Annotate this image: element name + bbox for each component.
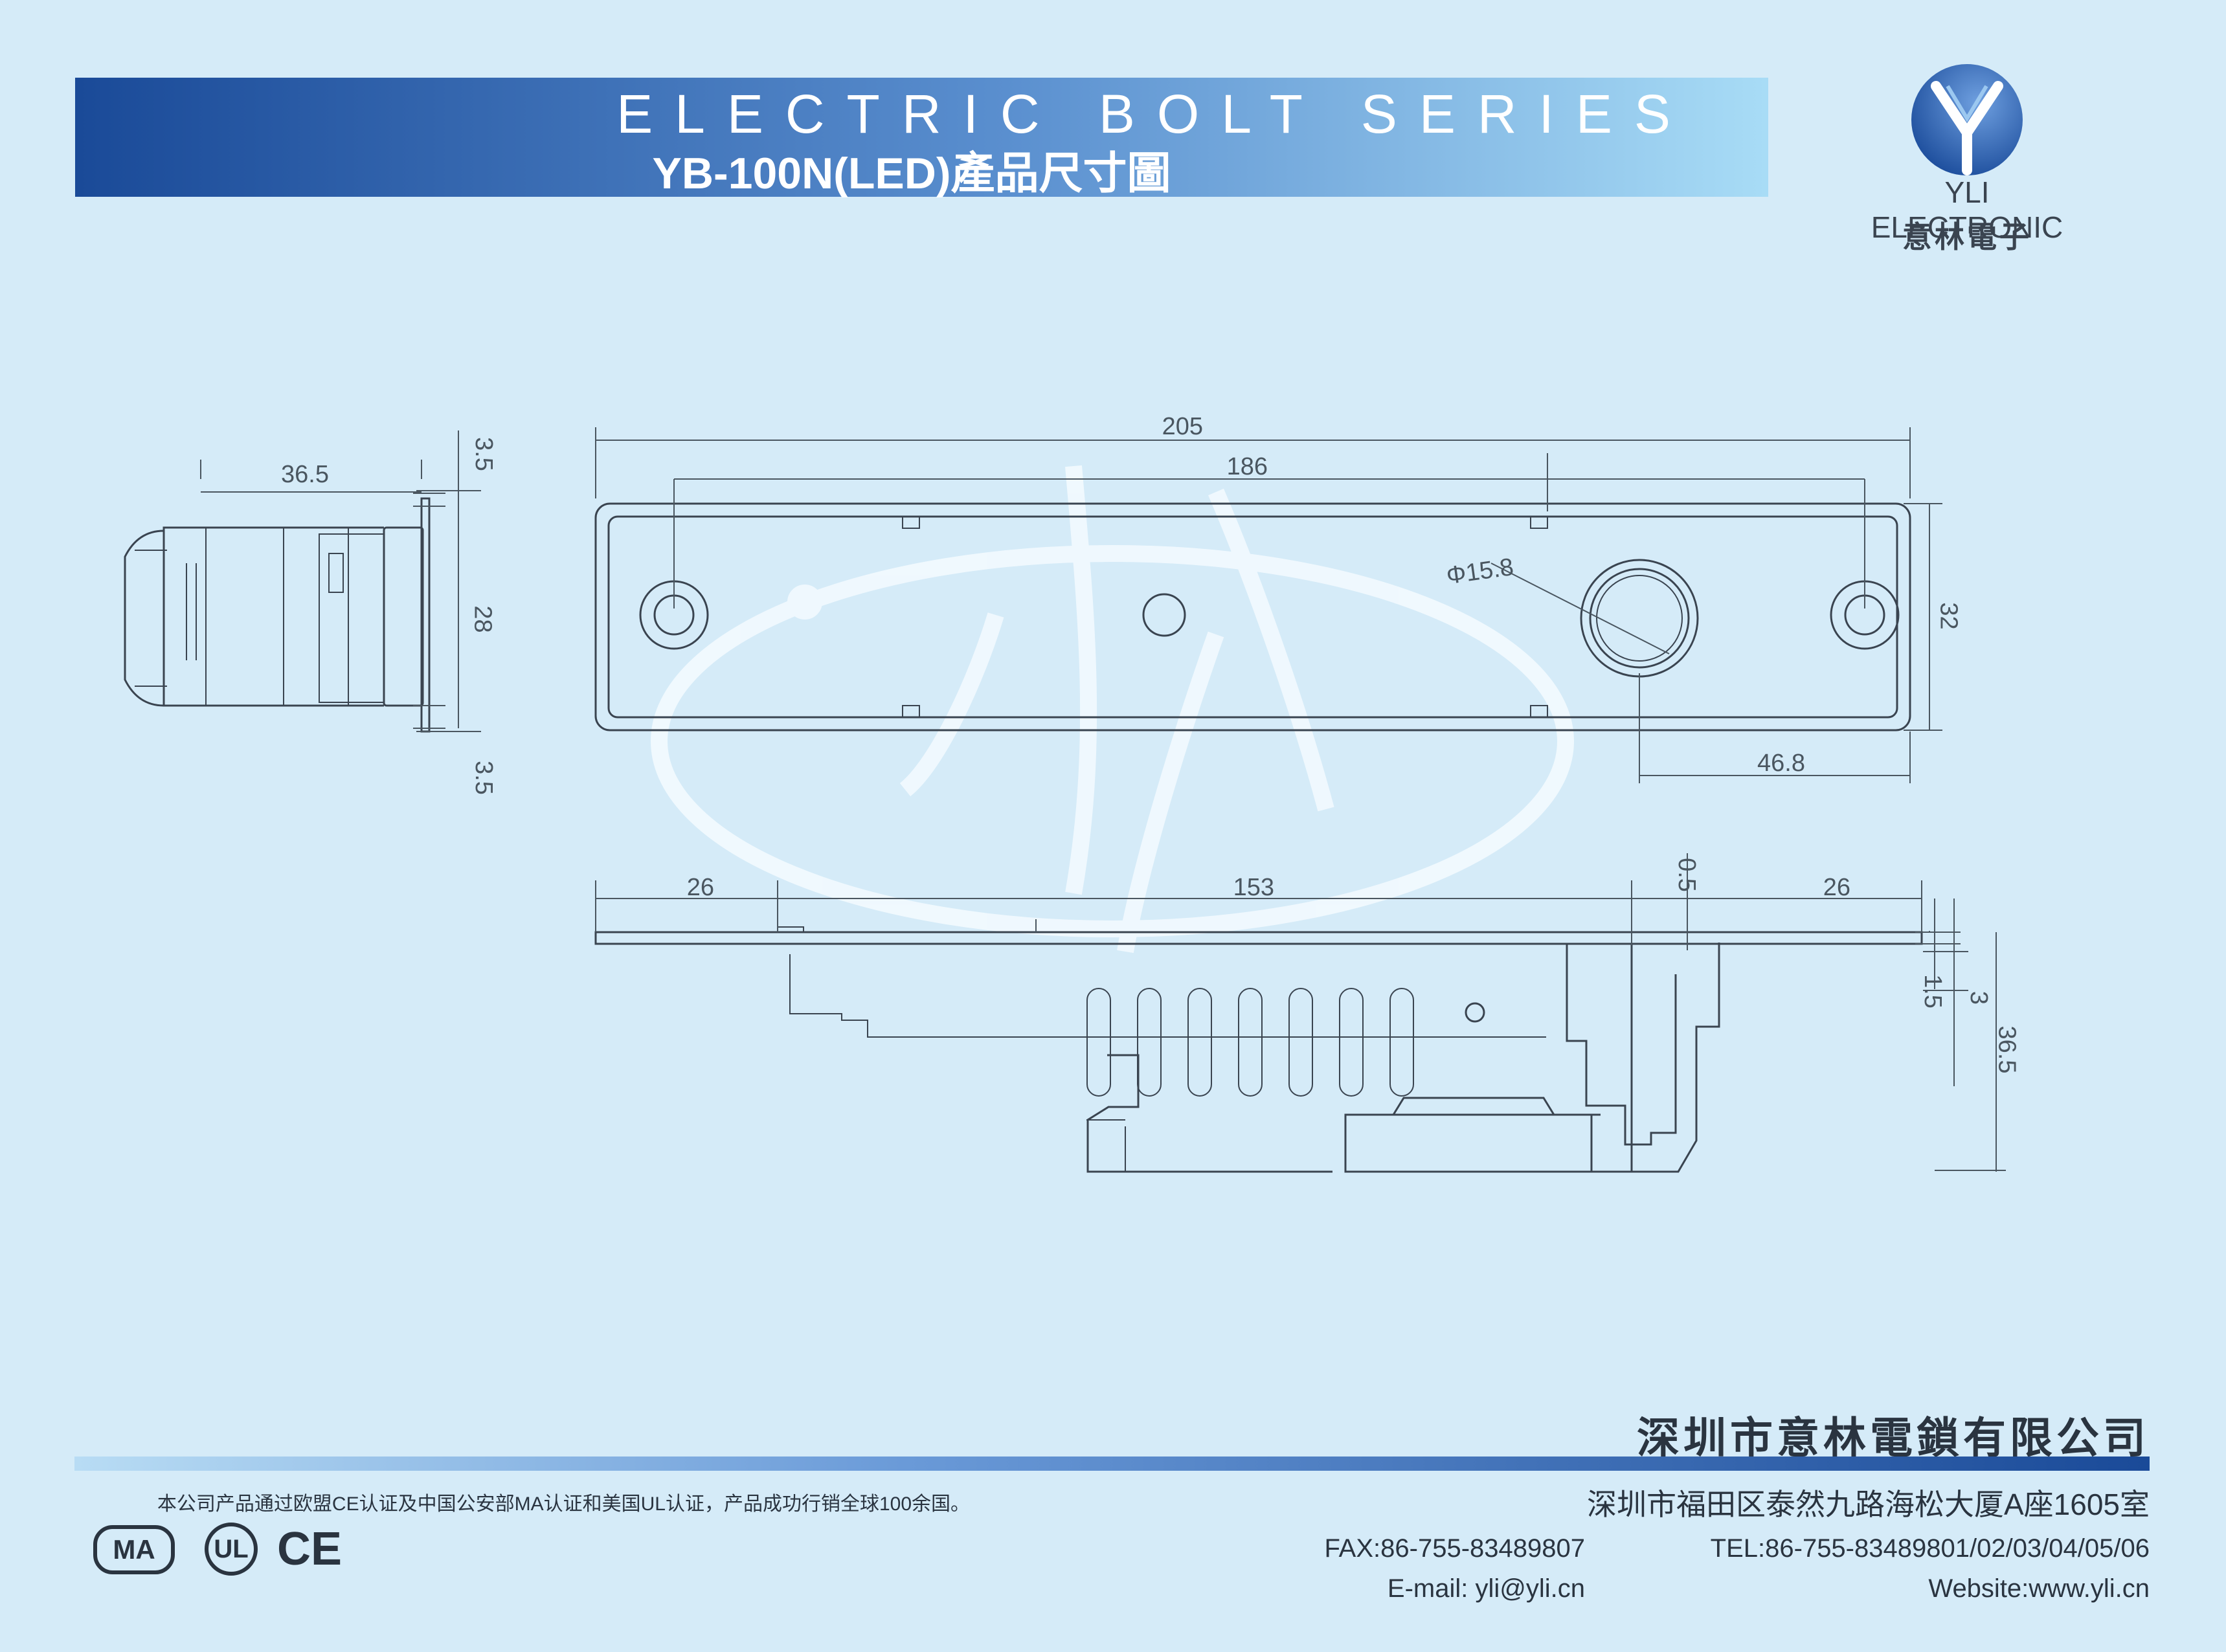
- dim-bottom-right: 26: [1823, 874, 1850, 901]
- header-banner: [75, 78, 1768, 197]
- dim-bottom-h1: 1.5: [1919, 974, 1947, 1009]
- dim-button-offset: 46.8: [1757, 750, 1805, 777]
- company-email: E-mail: yli@yli.cn: [1387, 1574, 1585, 1603]
- ma-mark-label: MA: [113, 1534, 155, 1565]
- dim-front-inner: 186: [1226, 453, 1268, 480]
- dim-bottom-h2: 3: [1964, 990, 1992, 1005]
- company-website: Website:www.yli.cn: [1928, 1574, 2150, 1603]
- bottom-view: [594, 853, 2006, 1173]
- side-view: [124, 430, 481, 733]
- front-view: [594, 427, 1942, 783]
- footer-divider: [74, 1457, 2150, 1471]
- dim-side-top: 3.5: [470, 437, 498, 471]
- ce-mark-label: CE: [276, 1523, 342, 1575]
- dim-front-total: 205: [1162, 413, 1203, 440]
- dim-side-width: 36.5: [281, 461, 329, 488]
- company-address: 深圳市福田区泰然九路海松大厦A座1605室: [1586, 1488, 2150, 1521]
- company-fax: FAX:86-755-83489807: [1324, 1534, 1585, 1563]
- ma-mark: MA: [93, 1525, 175, 1574]
- certification-note: 本公司产品通过欧盟CE认证及中国公安部MA认证和美国UL认证，产品成功行销全球1…: [157, 1493, 970, 1515]
- dim-side-mid: 28: [469, 605, 497, 633]
- yli-logo-icon: [1911, 64, 2023, 175]
- ce-mark: CE: [277, 1523, 342, 1576]
- company-tel: TEL:86-755-83489801/02/03/04/05/06: [1710, 1534, 2150, 1563]
- dim-bottom-mid: 153: [1233, 874, 1274, 901]
- dim-bottom-small: 0.5: [1673, 858, 1701, 892]
- dim-front-height: 32: [1935, 602, 1962, 630]
- ul-mark: UL: [205, 1523, 258, 1576]
- ul-mark-label: UL: [214, 1535, 249, 1563]
- dim-side-bottom: 3.5: [470, 761, 498, 795]
- dim-bottom-left: 26: [686, 874, 714, 901]
- dim-bottom-h3: 36.5: [1993, 1025, 2021, 1074]
